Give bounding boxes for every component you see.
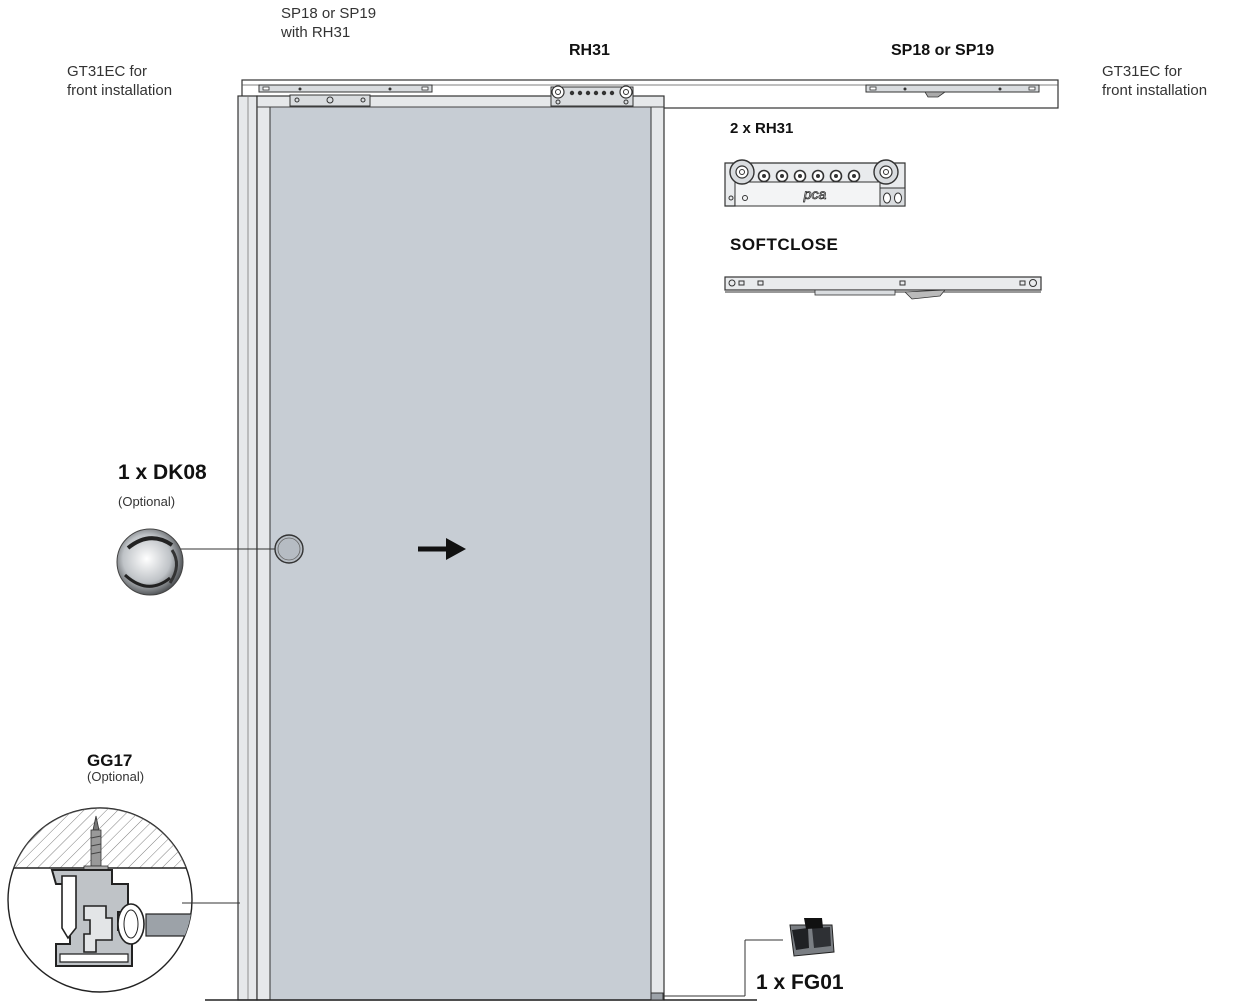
softclose-left-in-track	[258, 84, 433, 107]
label-gt31ec-left-line1: GT31EC for	[67, 63, 148, 80]
label-sp-right: SP18 or SP19	[891, 42, 995, 59]
label-sp-with-rh31-line1: SP18 or SP19	[281, 5, 377, 22]
dk08-knob-image	[116, 528, 184, 596]
fg01-guide-image	[789, 918, 835, 957]
gg17-guide-detail	[7, 807, 193, 993]
label-fg01-title: 1 x FG01	[756, 971, 844, 994]
label-sp-with-rh31: SP18 or SP19 with RH31	[281, 5, 376, 43]
label-gt31ec-right: GT31EC for front installation	[1102, 63, 1207, 101]
softclose-detail	[724, 276, 1042, 300]
rh31-carriage-in-track	[550, 85, 634, 107]
door-frame-post	[237, 95, 258, 1001]
label-sp-with-rh31-line2: with RH31	[281, 23, 351, 41]
fg01-floor-guide	[650, 939, 783, 1001]
arrow-right-icon	[418, 538, 466, 560]
label-softclose: SOFTCLOSE	[730, 235, 839, 254]
label-gt31ec-left: GT31EC for front installation	[67, 63, 172, 101]
brand-mark: pca	[803, 186, 827, 202]
circle-handle-icon	[274, 534, 304, 564]
label-gg17-note: (Optional)	[87, 769, 145, 784]
door-panel	[256, 95, 665, 1001]
label-rh31-detail: 2 x RH31	[730, 120, 794, 137]
label-gt31ec-left-line2: front installation	[67, 81, 173, 99]
rh31-carriage-detail	[724, 159, 906, 207]
label-gg17-title: GG17	[87, 751, 133, 770]
label-dk08-title: 1 x DK08	[118, 461, 207, 484]
label-gt31ec-right-line1: GT31EC for	[1102, 63, 1183, 80]
label-gt31ec-right-line2: front installation	[1102, 81, 1208, 99]
label-rh31-top: RH31	[569, 42, 610, 59]
label-dk08-note: (Optional)	[118, 494, 176, 509]
softclose-right-in-track	[865, 84, 1040, 98]
